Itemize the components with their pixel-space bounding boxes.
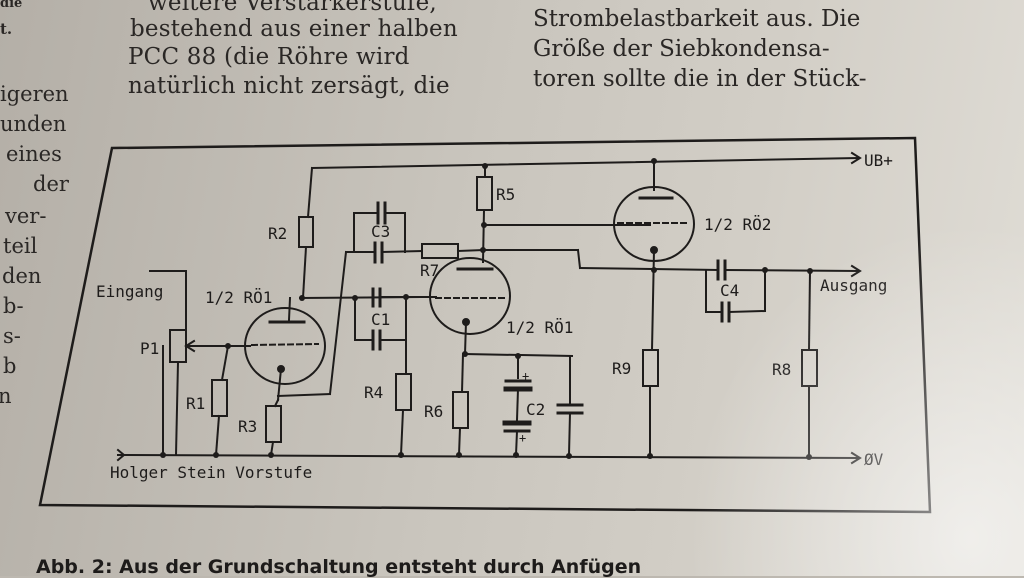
label-r5: R5 — [496, 185, 515, 204]
left-column-line: den — [2, 264, 42, 288]
label-c2: C2 — [526, 400, 545, 419]
label-r1: R1 — [186, 394, 205, 413]
left-column-line: unden — [0, 112, 67, 136]
label-c1: C1 — [371, 310, 390, 329]
left-column-line: ver- — [5, 204, 47, 228]
supply-label: UB+ — [864, 151, 893, 170]
label-p1: P1 — [140, 339, 159, 358]
resistor-r3 — [265, 405, 282, 443]
left-column-line: n — [0, 384, 12, 408]
schematic-title: Holger Stein Vorstufe — [110, 463, 312, 482]
label-r8: R8 — [772, 360, 791, 379]
resistor-r9 — [642, 349, 659, 387]
resistor-r5 — [476, 176, 493, 211]
tube-1-label: 1/2 RÖ1 — [205, 288, 272, 307]
middle-column-line: PCC 88 (die Röhre wird — [128, 44, 410, 70]
label-r7: R7 — [420, 261, 439, 280]
resistor-r1 — [211, 379, 228, 417]
supply-rail — [310, 156, 860, 170]
middle-column-line: natürlich nicht zersägt, die — [128, 73, 450, 99]
right-column-line: Strombelastbarkeit aus. Die — [533, 6, 861, 32]
input-label: Eingang — [96, 282, 163, 301]
polarity-plus: + — [522, 369, 529, 383]
potentiometer-p1 — [169, 329, 187, 363]
label-c4: C4 — [720, 281, 739, 300]
tube-2 — [429, 257, 511, 335]
tube-2-label: 1/2 RÖ1 — [506, 318, 573, 337]
tube-3-label: 1/2 RÖ2 — [704, 215, 771, 234]
left-column-line: b — [3, 354, 17, 378]
label-r6: R6 — [424, 402, 443, 421]
resistor-r6 — [452, 391, 469, 429]
left-column-line: s- — [3, 324, 21, 348]
tube-1 — [244, 307, 326, 385]
middle-column-line: weitere Verstärkerstufe, — [148, 0, 437, 16]
label-c3: C3 — [371, 222, 390, 241]
figure-caption: Abb. 2: Aus der Grundschaltung entsteht … — [36, 556, 642, 578]
label-r9: R9 — [612, 359, 631, 378]
right-column-line: Größe der Siebkondensa- — [533, 36, 830, 62]
resistor-r2 — [298, 216, 314, 248]
left-column-line: eines — [6, 142, 62, 166]
resistor-r8 — [801, 349, 818, 387]
polarity-plus: + — [519, 431, 526, 445]
left-column-line: igeren — [0, 82, 69, 106]
output-label: Ausgang — [820, 276, 887, 295]
label-r2: R2 — [268, 224, 287, 243]
left-column-line: der — [33, 172, 69, 196]
label-r3: R3 — [238, 417, 257, 436]
left-column-line: die — [0, 0, 23, 11]
left-column-line: t. — [0, 20, 13, 38]
left-column-line: teil — [3, 234, 38, 258]
right-column-line: toren sollte die in der Stück- — [533, 66, 867, 92]
label-r4: R4 — [364, 383, 383, 402]
resistor-r7 — [421, 243, 459, 259]
ground-rail — [116, 453, 860, 460]
middle-column-line: bestehend aus einer halben — [130, 16, 458, 42]
left-column-line: b- — [3, 294, 24, 318]
resistor-r4 — [395, 373, 412, 411]
ground-label: ØV — [864, 450, 884, 469]
